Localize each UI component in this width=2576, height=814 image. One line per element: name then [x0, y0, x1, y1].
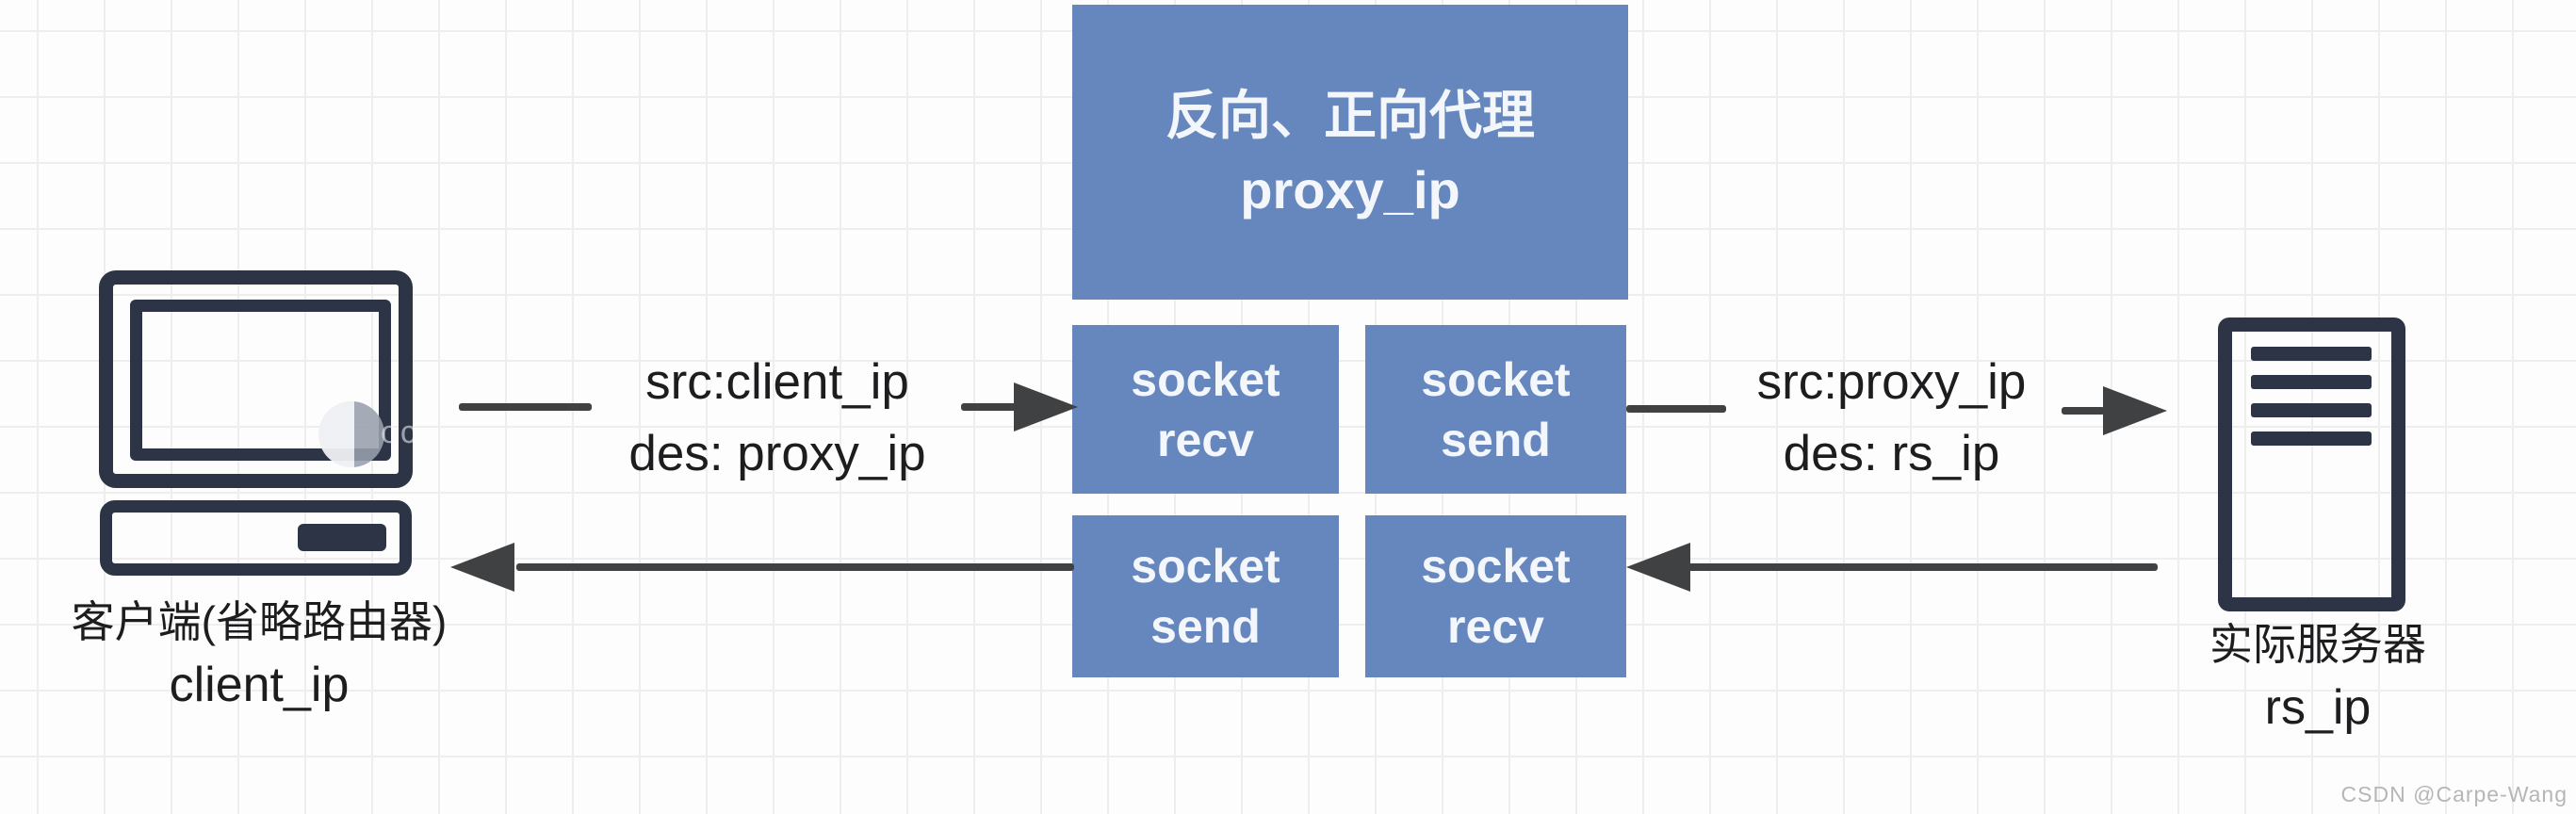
server-bar [2251, 431, 2372, 446]
socket-box-line1: socket [1421, 352, 1571, 406]
socket-box-line2: recv [1157, 413, 1254, 466]
request-flow-label-line2: des: proxy_ip [628, 426, 926, 481]
socket-send-top-right-box: socket send [1365, 325, 1626, 494]
socket-box-line2: send [1441, 413, 1551, 466]
server-bar [2251, 347, 2372, 361]
forward-line-segment [2062, 407, 2105, 415]
socket-send-bottom-left-box: socket send [1072, 515, 1339, 677]
return-arrowhead-left-icon [1626, 543, 1690, 592]
socket-recv-bottom-right-box: socket recv [1365, 515, 1626, 677]
server-caption: 实际服务器 rs_ip [2115, 614, 2520, 741]
return-line-right [1687, 563, 2158, 571]
video-watermark-logo-text: oc [381, 415, 418, 450]
return-line-left [516, 563, 1074, 571]
forward-line-segment [1626, 405, 1726, 413]
forward-flow-label: src:proxy_ip des: rs_ip [1691, 347, 2092, 490]
server-bar [2251, 403, 2372, 417]
forward-flow-label-line2: des: rs_ip [1783, 426, 2000, 481]
request-line-segment [961, 403, 1018, 411]
socket-box-line2: send [1150, 600, 1261, 653]
socket-box-line1: socket [1131, 540, 1280, 593]
proxy-title-box: 反向、正向代理 proxy_ip [1072, 5, 1628, 300]
socket-box-line2: recv [1447, 600, 1544, 653]
server-caption-line1: 实际服务器 [2209, 620, 2426, 669]
client-caption-line2: client_ip [169, 658, 350, 712]
server-bar [2251, 375, 2372, 389]
server-caption-line2: rs_ip [2264, 680, 2372, 735]
proxy-title-line1: 反向、正向代理 [1166, 85, 1535, 145]
socket-box-line1: socket [1131, 352, 1280, 406]
client-system-unit-slot [298, 524, 386, 551]
proxy-title-line2: proxy_ip [1240, 159, 1460, 220]
request-line-segment [459, 403, 592, 411]
client-monitor-screen [130, 300, 391, 461]
video-watermark-logo-icon [318, 401, 384, 467]
socket-box-line1: socket [1421, 540, 1571, 593]
request-flow-label-line1: src:client_ip [645, 354, 909, 410]
request-flow-label: src:client_ip des: proxy_ip [556, 347, 999, 490]
socket-recv-top-left-box: socket recv [1072, 325, 1339, 494]
client-caption-line1: 客户端(省略路由器) [71, 597, 448, 646]
csdn-watermark: CSDN @Carpe-Wang [2340, 782, 2568, 806]
client-caption: 客户端(省略路由器) client_ip [9, 592, 509, 718]
forward-arrowhead-right-icon [2103, 386, 2167, 435]
client-system-unit [100, 500, 412, 576]
forward-flow-label-line1: src:proxy_ip [1756, 354, 2027, 410]
server-outline [2218, 317, 2405, 611]
return-arrowhead-left-icon [450, 543, 514, 592]
client-monitor-outline [99, 270, 413, 488]
request-arrowhead-right-icon [1014, 383, 1078, 431]
